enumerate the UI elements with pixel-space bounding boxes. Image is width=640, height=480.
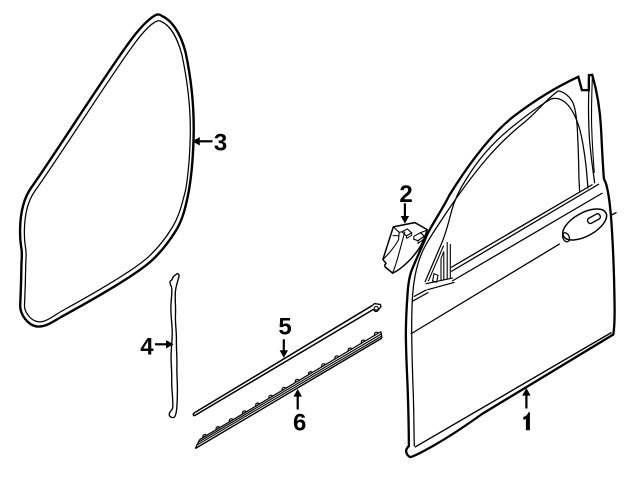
svg-text:2: 2 — [399, 181, 412, 208]
svg-text:5: 5 — [278, 314, 291, 341]
svg-text:3: 3 — [214, 129, 227, 156]
svg-text:4: 4 — [140, 333, 154, 360]
svg-text:6: 6 — [293, 410, 306, 437]
